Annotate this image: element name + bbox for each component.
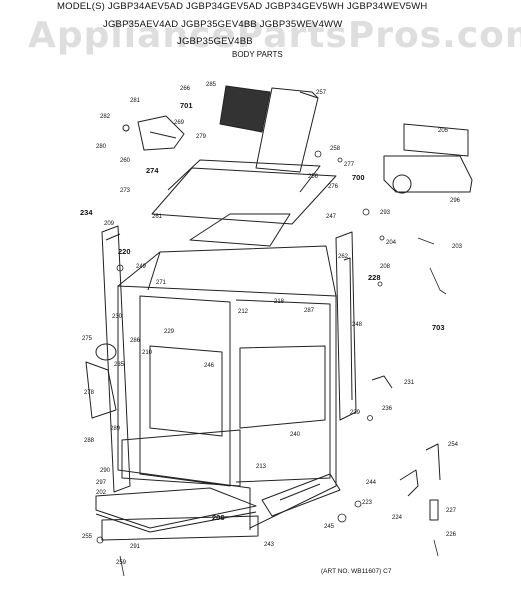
part-label-259: 259	[116, 560, 127, 566]
part-label-271: 271	[156, 280, 167, 286]
part-label-273: 273	[120, 188, 131, 194]
part-label-280: 280	[96, 144, 107, 150]
part-label-229: 229	[164, 329, 175, 335]
part-label-227: 227	[446, 508, 457, 514]
part-label-228: 228	[368, 273, 381, 282]
top-panel	[151, 159, 337, 247]
part-label-296: 296	[450, 198, 461, 204]
part-label-278: 278	[84, 390, 95, 396]
part-label-260: 260	[120, 158, 131, 164]
part-label-274: 274	[146, 166, 159, 175]
part-label-276: 276	[328, 184, 339, 190]
part-label-289: 289	[110, 426, 121, 432]
watermark: AppliancePartsPros.com	[28, 15, 521, 56]
part-label-291: 291	[130, 544, 141, 550]
part-label-255: 255	[82, 534, 93, 540]
header: AppliancePartsPros.com MODEL(S) JGBP34AE…	[0, 0, 521, 72]
part-label-208: 208	[380, 264, 391, 270]
rear-panel	[383, 123, 473, 194]
part-label-212: 212	[238, 309, 249, 315]
right-side-panel	[335, 231, 357, 421]
part-label-249: 249	[136, 264, 147, 270]
part-label-262: 262	[338, 254, 349, 260]
part-label-257: 257	[316, 90, 327, 96]
part-label-277: 277	[344, 162, 355, 168]
part-label-254: 254	[448, 442, 459, 448]
part-label-235: 235	[114, 362, 125, 368]
oven-knob	[85, 343, 117, 419]
part-label-220: 220	[118, 247, 131, 256]
part-label-248: 248	[352, 322, 363, 328]
part-label-269: 269	[174, 120, 185, 126]
cabinet-body	[117, 245, 337, 530]
section-title: BODY PARTS	[232, 50, 283, 59]
art-number: (ART NO. WB11607) C7	[321, 568, 392, 575]
kick-panel	[261, 473, 341, 517]
part-label-234: 234	[80, 208, 93, 217]
part-label-700: 700	[352, 173, 365, 182]
part-label-285: 285	[206, 82, 217, 88]
part-label-275: 275	[82, 336, 93, 342]
part-label-282: 282	[100, 114, 111, 120]
part-label-258: 258	[330, 146, 341, 152]
part-label-205: 205	[438, 128, 449, 134]
part-label-243: 243	[264, 542, 275, 548]
model-line-1: MODEL(S) JGBP34AEV5AD JGBP34GEV5AD JGBP3…	[57, 1, 428, 12]
part-label-281: 281	[130, 98, 141, 104]
part-label-226: 226	[446, 532, 457, 538]
part-label-223: 223	[362, 500, 373, 506]
part-label-266: 266	[180, 86, 191, 92]
part-label-204: 204	[386, 240, 397, 246]
model-line-2: JGBP35AEV4AD JGBP35GEV4BB JGBP35WEV4WW	[103, 19, 343, 30]
part-label-202: 202	[96, 490, 107, 496]
part-label-231: 231	[404, 380, 415, 386]
part-label-287: 287	[304, 308, 315, 314]
part-label-206: 206	[212, 513, 225, 522]
part-label-247: 247	[326, 214, 337, 220]
part-label-218: 218	[274, 299, 285, 305]
part-label-703: 703	[432, 323, 445, 332]
part-label-203: 203	[452, 244, 463, 250]
right-brackets	[371, 375, 441, 521]
back-vent	[219, 85, 319, 173]
part-label-213: 213	[256, 464, 267, 470]
part-label-701: 701	[180, 101, 193, 110]
part-label-293: 293	[380, 210, 391, 216]
left-side-panel	[101, 225, 131, 493]
model-line-3: JGBP35GEV4BB	[177, 36, 253, 47]
part-label-224: 224	[392, 515, 403, 521]
part-label-246: 246	[204, 363, 215, 369]
part-label-244: 244	[366, 480, 377, 486]
part-label-245: 245	[324, 524, 335, 530]
part-label-236: 236	[382, 406, 393, 412]
part-label-210: 210	[142, 350, 153, 356]
valve-assembly	[122, 115, 185, 151]
hardware	[96, 150, 447, 577]
part-label-290: 290	[100, 468, 111, 474]
part-label-209: 209	[104, 221, 115, 227]
part-label-239: 239	[350, 410, 361, 416]
part-label-279: 279	[196, 134, 207, 140]
part-label-240: 240	[290, 432, 301, 438]
part-label-256: 256	[308, 174, 319, 180]
part-label-230: 230	[112, 314, 123, 320]
part-label-297: 297	[96, 480, 107, 486]
part-label-261: 261	[152, 214, 163, 220]
broiler-drawer	[95, 429, 259, 541]
part-label-288: 288	[84, 438, 95, 444]
part-label-286: 286	[130, 338, 141, 344]
